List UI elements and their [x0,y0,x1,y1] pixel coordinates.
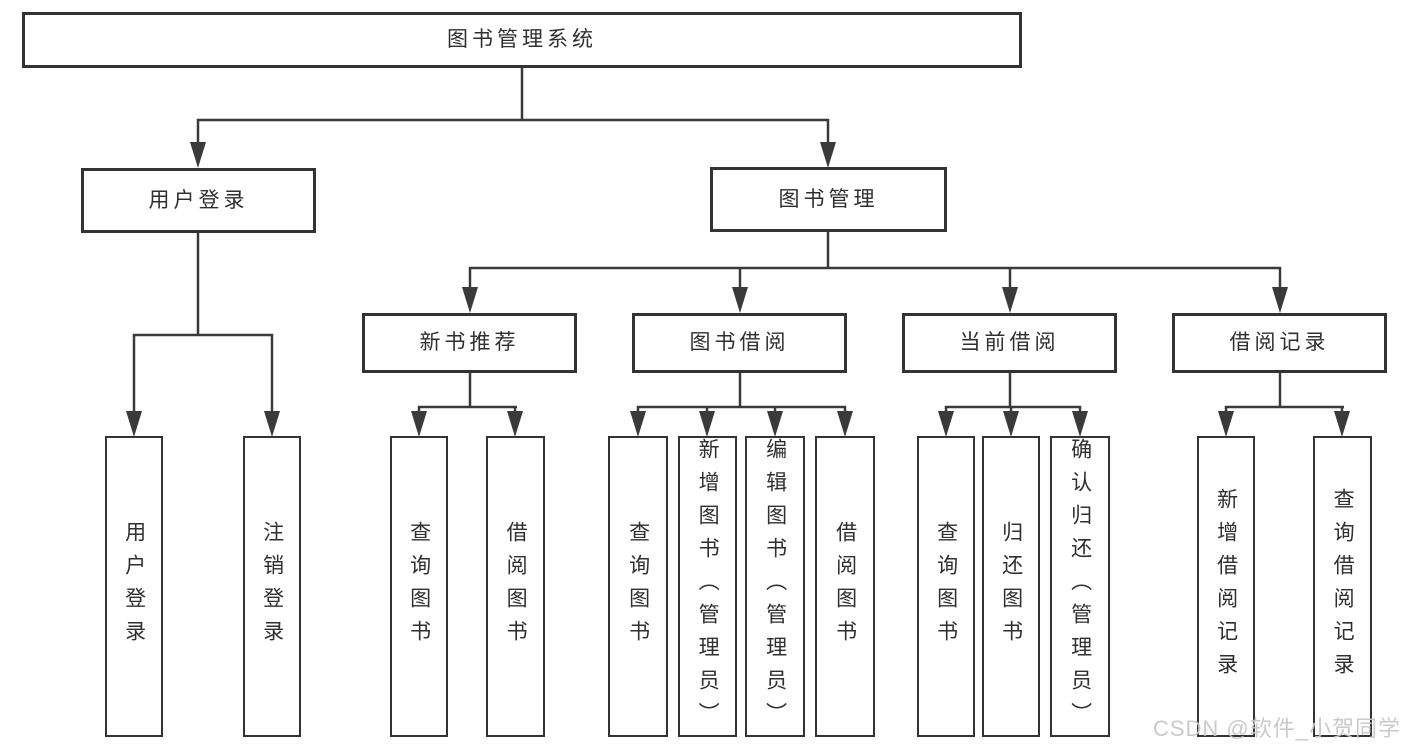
node-label: 用户登录 [148,188,249,212]
node-label: 借阅图书 [504,520,528,653]
leaf-edit-books-admin: 编辑图书（管理员） [745,436,805,737]
node-label: 查询借阅记录 [1331,487,1355,686]
node-label: 用户登录 [122,520,146,653]
node-book-management: 图书管理 [710,167,947,232]
leaf-return-books: 归还图书 [982,436,1040,737]
node-label: 当前借阅 [959,331,1060,355]
node-label: 新书推荐 [419,331,520,355]
node-label: 新增图书（管理员） [696,438,720,735]
leaf-add-borrow-record: 新增借阅记录 [1197,436,1255,737]
node-label: 借阅图书 [833,520,857,653]
node-label: 查询图书 [407,520,431,653]
node-new-book-recommend: 新书推荐 [362,313,577,373]
node-borrow-records: 借阅记录 [1172,313,1387,373]
watermark: CSDN @软件_小贺同学 [1152,716,1401,741]
leaf-confirm-return-admin: 确认归还（管理员） [1050,436,1110,737]
node-label: 图书管理 [778,187,879,211]
node-label: 归还图书 [999,520,1023,653]
node-label: 图书借阅 [689,331,790,355]
node-book-borrowing: 图书借阅 [632,313,847,373]
node-label: 注销登录 [260,520,284,653]
leaf-user-login: 用户登录 [105,436,163,737]
leaf-borrow-books-borrowing: 借阅图书 [815,436,875,737]
node-label: 新增借阅记录 [1214,487,1238,686]
node-label: 查询图书 [934,520,958,653]
leaf-query-books-recommend: 查询图书 [390,436,448,737]
node-current-borrowing: 当前借阅 [902,313,1117,373]
node-root: 图书管理系统 [22,12,1022,68]
arrowheads [126,142,1350,437]
leaf-add-books-admin: 新增图书（管理员） [678,436,737,737]
node-label: 图书管理系统 [447,28,597,52]
leaf-borrow-books-recommend: 借阅图书 [486,436,545,737]
leaf-query-books-current: 查询图书 [917,436,975,737]
leaf-query-books-borrowing: 查询图书 [608,436,668,737]
node-label: 确认归还（管理员） [1068,438,1092,735]
node-label: 编辑图书（管理员） [763,438,787,735]
node-label: 借阅记录 [1229,331,1330,355]
leaf-logout: 注销登录 [243,436,301,737]
node-user-login: 用户登录 [81,168,316,233]
node-label: 查询图书 [626,520,650,653]
leaf-query-borrow-record: 查询借阅记录 [1313,436,1372,737]
